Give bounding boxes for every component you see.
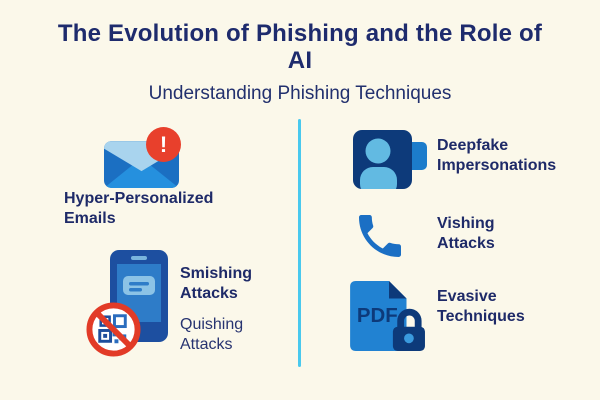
- label-quishing-attacks: Quishing Attacks: [180, 316, 244, 353]
- phone-handset-icon: [359, 215, 401, 257]
- page-subtitle: Understanding Phishing Techniques: [148, 83, 452, 104]
- alert-badge-icon: !: [146, 127, 181, 162]
- label-hyper-personalized-emails: Hyper-Personalized Emails: [64, 190, 214, 227]
- person-video-id-icon: [353, 130, 427, 189]
- alert-exclamation: !: [159, 131, 168, 157]
- pdf-glyph-label: PDF: [357, 305, 398, 327]
- page-title: The Evolution of Phishing and the Role o…: [57, 20, 543, 74]
- label-smishing-attacks: Smishing Attacks: [180, 265, 253, 302]
- label-vishing-attacks: Vishing Attacks: [437, 215, 495, 252]
- label-deepfake-impersonations: Deepfake Impersonations: [437, 137, 557, 174]
- label-evasive-techniques: Evasive Techniques: [437, 288, 525, 325]
- column-divider: [298, 119, 301, 367]
- pdf-lock-icon: PDF: [350, 281, 425, 351]
- qr-code-prohibited-icon: [86, 302, 141, 357]
